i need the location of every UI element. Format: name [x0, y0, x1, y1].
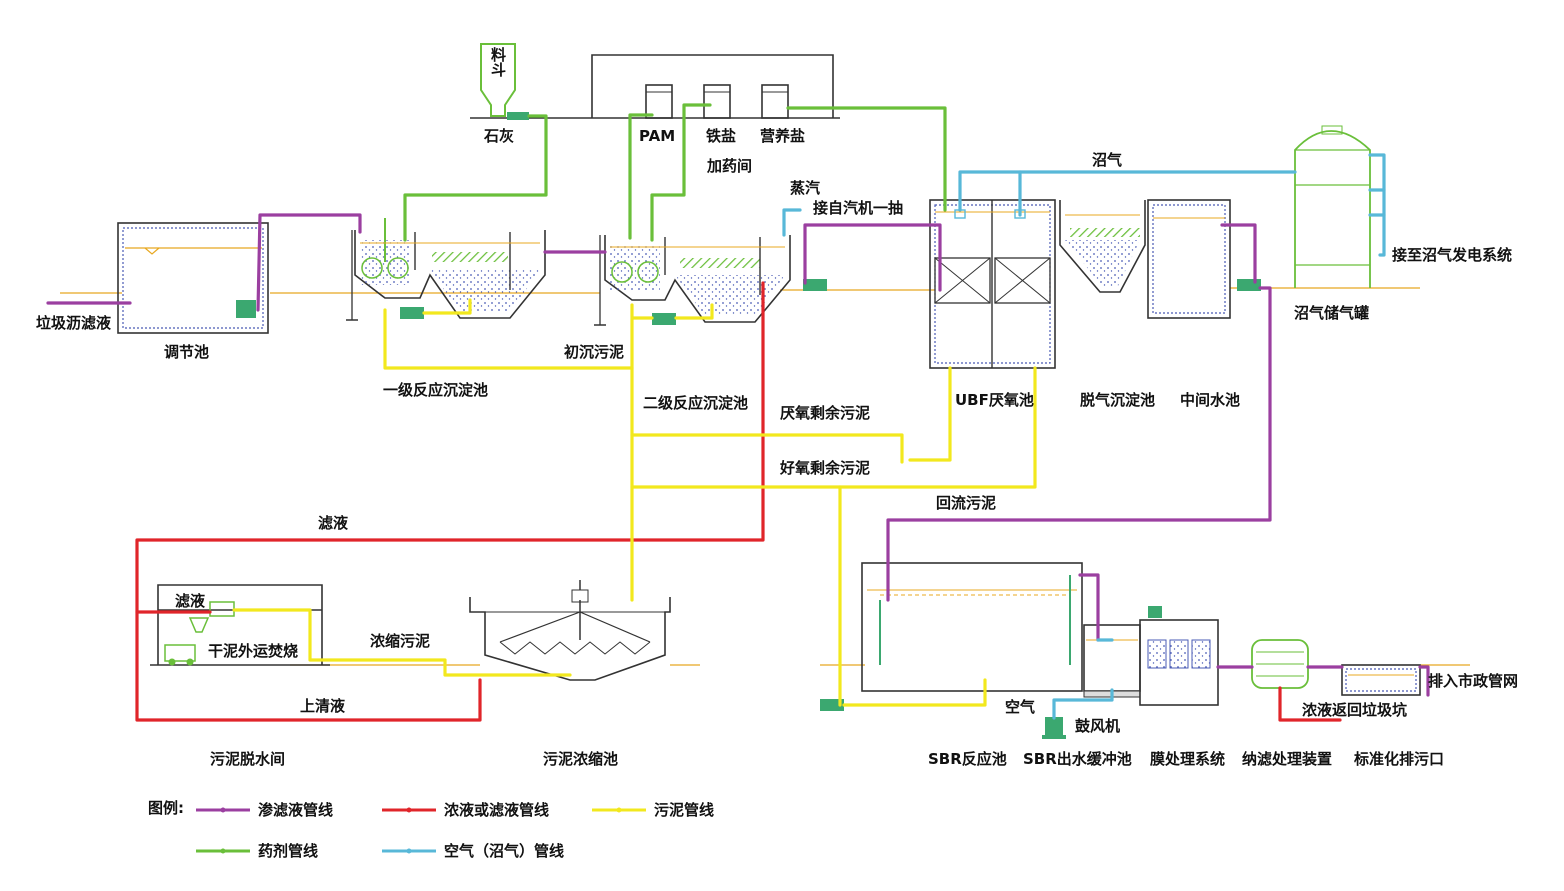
- thickening-tank: [469, 580, 671, 681]
- air-pipes: [782, 153, 1386, 720]
- ubf-tank-label: UBF厌氧池: [955, 391, 1034, 409]
- degas-sedimentation-label: 脱气沉淀池: [1080, 391, 1155, 409]
- chemical-pipes: [403, 103, 947, 242]
- steam-label: 蒸汽: [790, 179, 820, 197]
- biogas-generator-label: 接至沼气发电系统: [1392, 246, 1512, 264]
- svg-text:药剂管线: 药剂管线: [258, 842, 318, 860]
- legend-item-chemical: 药剂管线: [196, 842, 318, 860]
- sbr-buffer-label: SBR出水缓冲池: [1023, 750, 1132, 768]
- dosing-room-label: 加药间: [706, 157, 752, 175]
- landfill-leachate-label: 垃圾沥滤液: [36, 314, 112, 332]
- leachate-pipes: [46, 213, 1430, 697]
- secondary-reaction-tank-label: 二级反应沉淀池: [643, 394, 748, 412]
- primary-sludge-label: 初沉污泥: [564, 343, 624, 361]
- filtrate-label-top: 滤液: [318, 514, 349, 532]
- secondary-reaction-tank: [594, 235, 827, 326]
- nutrient-salt-label: 营养盐: [760, 127, 805, 145]
- air-label: 空气: [1005, 698, 1035, 716]
- intermediate-tank-label: 中间水池: [1180, 391, 1240, 409]
- svg-text:污泥管线: 污泥管线: [654, 801, 714, 819]
- steam-source-label: 接自汽机一抽: [813, 199, 903, 217]
- membrane-system: [1139, 606, 1219, 706]
- filtrate-label-room: 滤液: [175, 592, 206, 610]
- biogas-storage-tank: [1294, 125, 1371, 288]
- primary-reaction-tank: [346, 218, 546, 321]
- svg-text:渗滤液管线: 渗滤液管线: [258, 801, 333, 819]
- svg-text:浓液或滤液管线: 浓液或滤液管线: [444, 801, 549, 819]
- blower-label: 鼓风机: [1075, 717, 1120, 735]
- nutrient-salt-tank: [761, 84, 789, 119]
- membrane-system-label: 膜处理系统: [1150, 750, 1225, 768]
- hopper-label: 料斗: [489, 46, 507, 78]
- intermediate-tank: [1147, 199, 1261, 319]
- concentrate-return-label: 浓液返回垃圾坑: [1302, 701, 1407, 719]
- biogas-label: 沼气: [1092, 151, 1122, 169]
- sbr-tank-label: SBR反应池: [928, 750, 1007, 768]
- primary-reaction-tank-label: 一级反应沉淀池: [383, 381, 488, 399]
- thickening-tank-label: 污泥浓缩池: [543, 750, 618, 768]
- legend-title: 图例:: [148, 799, 184, 817]
- lime-label: 石灰: [483, 127, 514, 145]
- aerobic-excess-sludge-label: 好氧剩余污泥: [779, 459, 870, 477]
- dosing-room: [470, 54, 840, 119]
- concentrate-pipes: [135, 281, 1342, 722]
- anaerobic-excess-sludge-label: 厌氧剩余污泥: [780, 404, 870, 422]
- standard-outlet: [1341, 664, 1421, 696]
- legend: 图例: 渗滤液管线 浓液或滤液管线 污泥管线 药剂管线 空气（沼气）管线: [148, 799, 714, 860]
- regulating-tank: [117, 222, 269, 334]
- iron-salt-tank: [703, 84, 731, 119]
- sludge-pipes: [232, 298, 1037, 707]
- ubf-tank: [929, 199, 1056, 369]
- biogas-storage-label: 沼气储气罐: [1294, 304, 1369, 322]
- legend-item-air: 空气（沼气）管线: [382, 842, 564, 860]
- legend-item-sludge: 污泥管线: [592, 801, 714, 819]
- sbr-buffer-tank: [1083, 624, 1141, 698]
- pam-label: PAM: [639, 127, 675, 145]
- legend-item-concentrate: 浓液或滤液管线: [382, 801, 549, 819]
- svg-text:空气（沼气）管线: 空气（沼气）管线: [444, 842, 564, 860]
- dry-sludge-label: 干泥外运焚烧: [208, 642, 298, 660]
- municipal-label: 排入市政管网: [1428, 672, 1518, 690]
- supernatant-label: 上清液: [300, 697, 346, 715]
- regulating-tank-label: 调节池: [164, 343, 209, 361]
- nanofiltration-label: 纳滤处理装置: [1242, 750, 1332, 768]
- pam-tank: [645, 84, 673, 119]
- hopper: [480, 43, 529, 120]
- nanofiltration-unit: [1251, 639, 1309, 689]
- iron-salt-label: 铁盐: [706, 127, 736, 145]
- sbr-tank: [820, 562, 1083, 711]
- dewatering-room-label: 污泥脱水间: [210, 750, 285, 768]
- thickened-sludge-label: 浓缩污泥: [370, 632, 430, 650]
- legend-item-leachate: 渗滤液管线: [196, 801, 333, 819]
- degas-sedimentation-tank: [1059, 200, 1146, 293]
- standard-outlet-label: 标准化排污口: [1353, 750, 1444, 768]
- return-sludge-label: 回流污泥: [936, 494, 996, 512]
- blower: [1042, 717, 1066, 739]
